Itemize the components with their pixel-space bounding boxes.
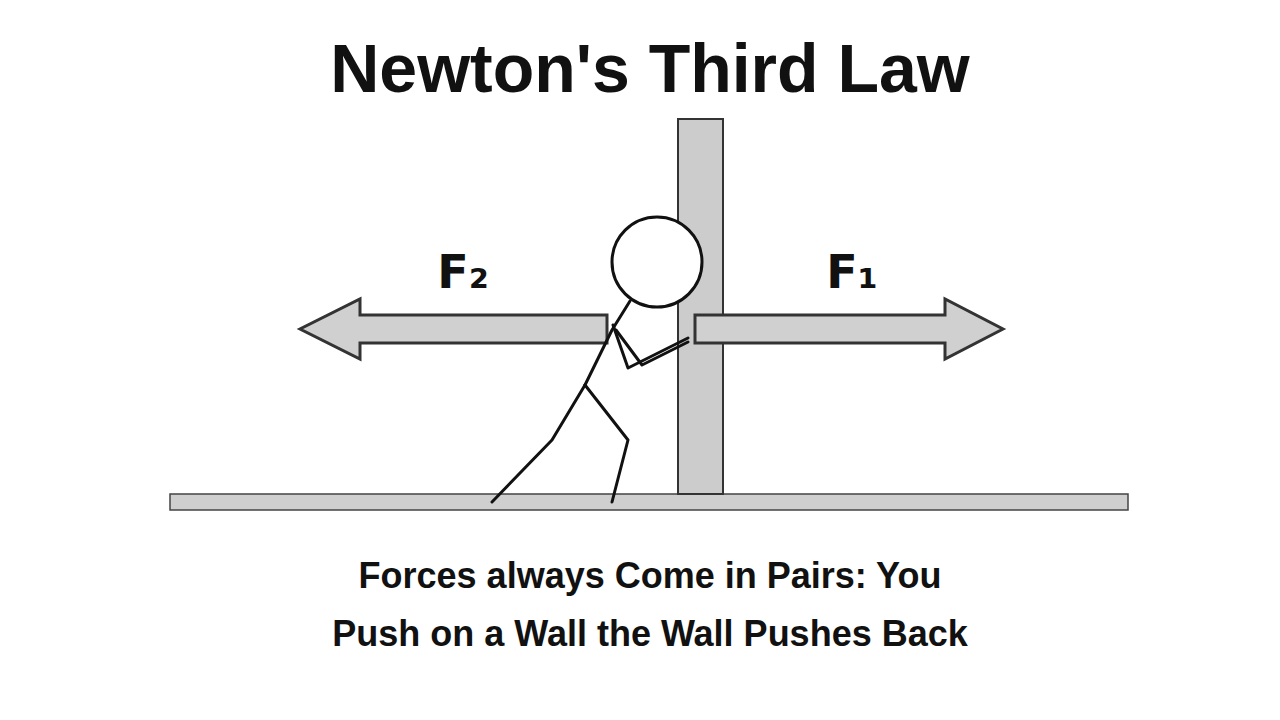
figure-head <box>612 217 702 307</box>
force-label: F₂ <box>437 245 489 299</box>
force-label: F₁ <box>826 245 878 299</box>
wall <box>678 119 723 494</box>
figure-leg <box>585 385 628 502</box>
figure-body <box>585 301 630 385</box>
force-arrow-left <box>300 299 607 359</box>
ground <box>170 494 1128 510</box>
figure-arm <box>613 325 688 368</box>
force-arrow-right <box>695 299 1003 359</box>
figure-arm <box>616 330 688 365</box>
title: Newton's Third Law <box>330 28 970 108</box>
figure-leg <box>492 385 585 502</box>
caption: Forces always Come in Pairs: You Push on… <box>330 547 970 663</box>
stick-figure <box>492 217 702 502</box>
